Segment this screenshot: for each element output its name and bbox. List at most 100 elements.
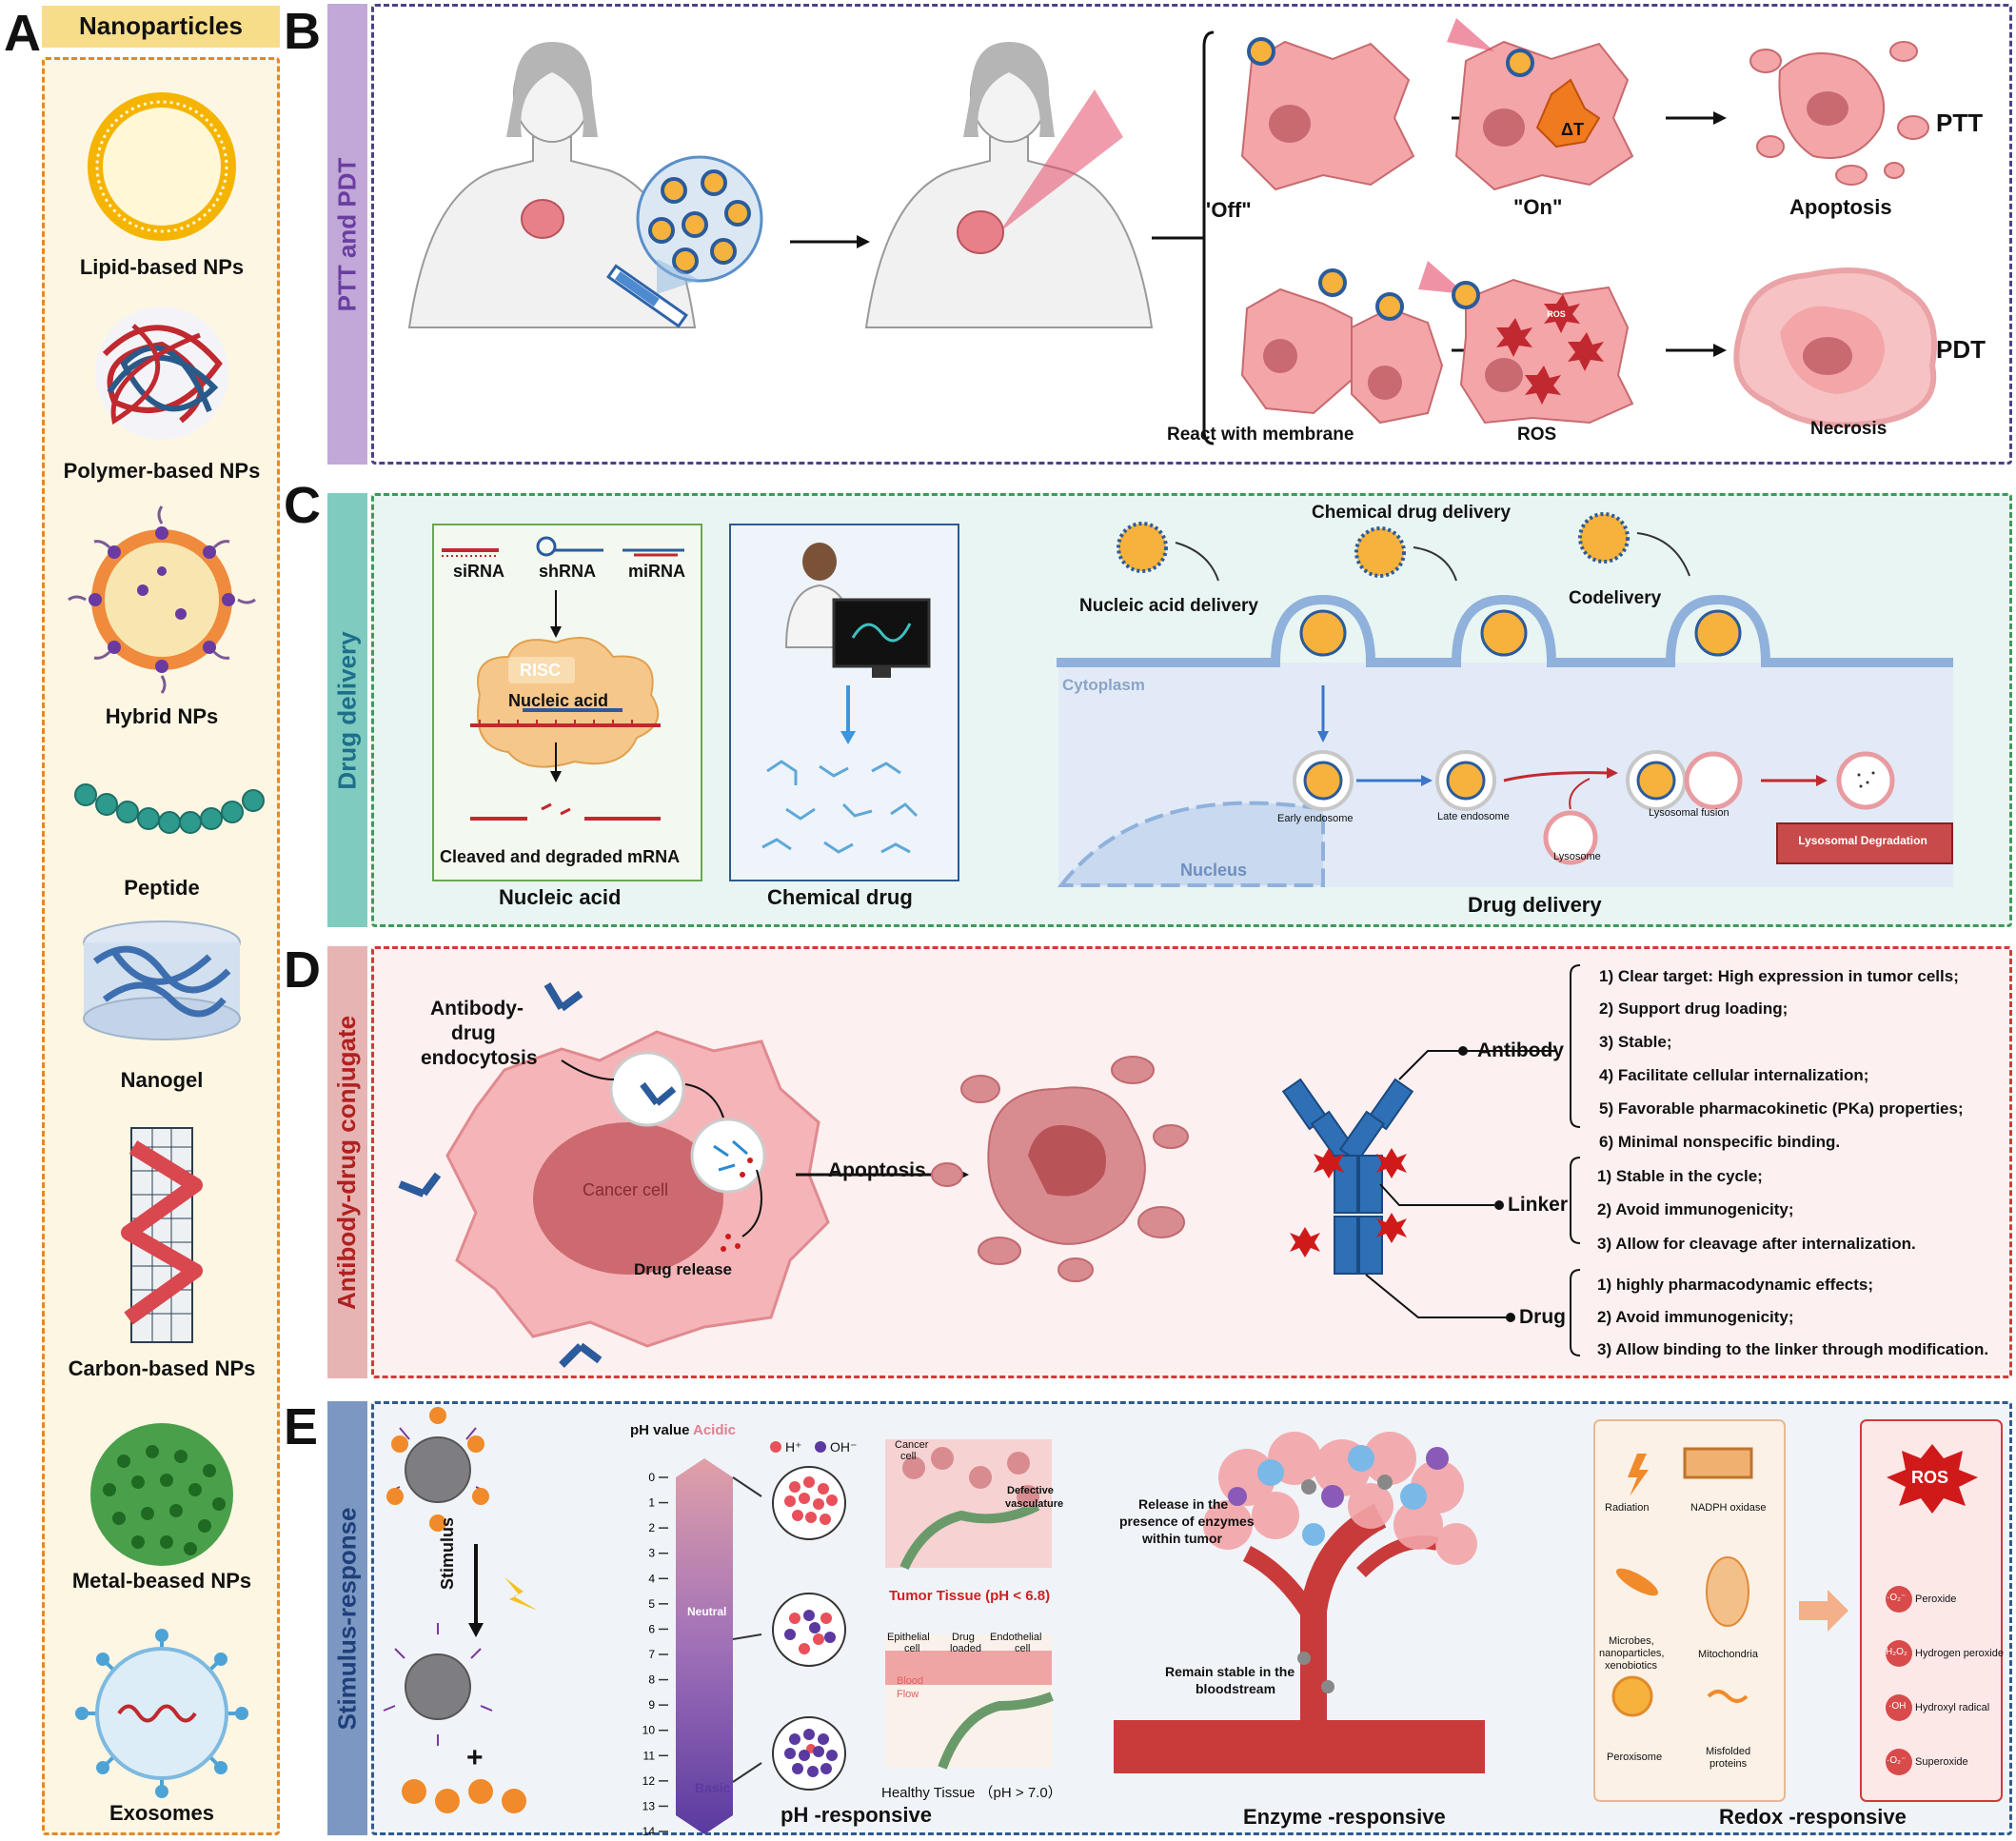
label-nadph: NADPH oxidase <box>1690 1502 1767 1514</box>
label-mirna: miRNA <box>628 562 686 581</box>
label-neutral: Neutral <box>687 1605 727 1618</box>
label-lysosome: Lysosome <box>1553 851 1601 862</box>
panel-c-tab: Drug delivery <box>327 493 367 927</box>
label-apoptosis-d: Apoptosis <box>828 1159 926 1181</box>
label-lysosomal-fusion: Lysosomal fusion <box>1649 807 1729 819</box>
label-defective-1: Defective <box>1007 1485 1054 1496</box>
ros-symbol-2: H₂O₂ <box>1886 1647 1907 1657</box>
label-tumor-tissue: Tumor Tissue (pH < 6.8) <box>889 1588 1051 1604</box>
panel-c-tab-label: Drug delivery <box>332 630 362 790</box>
label-ros-e: ROS <box>1911 1468 1949 1487</box>
ph-tick-label: 11 <box>643 1749 656 1762</box>
lipid-np-icon <box>88 92 236 241</box>
ph-tick-label: 12 <box>642 1774 656 1788</box>
label-risc: RISC <box>520 661 562 680</box>
label-endocytosis-2: drug <box>451 1022 496 1044</box>
hybrid-np-icon <box>68 505 256 694</box>
metal-np-icon <box>90 1423 233 1566</box>
ph-tick-label: 8 <box>648 1673 655 1687</box>
ph-tick-label: 7 <box>648 1648 655 1661</box>
np-label-lipid: Lipid-based NPs <box>79 255 245 279</box>
label-nucleus: Nucleus <box>1180 861 1248 880</box>
label-acidic: Acidic <box>693 1422 737 1438</box>
label-endocytosis-3: endocytosis <box>421 1047 538 1069</box>
panel-letter-e: E <box>284 1398 319 1455</box>
caption-chemical-drug: Chemical drug <box>767 885 913 909</box>
label-endocytosis-1: Antibody- <box>430 998 524 1019</box>
label-drug-loaded-1: Drug <box>952 1632 975 1643</box>
label-epithelial-1: Epithelial <box>887 1632 930 1643</box>
label-off: "Off" <box>1201 198 1252 222</box>
np-label-carbon: Carbon-based NPs <box>68 1356 256 1380</box>
label-on: "On" <box>1513 195 1563 219</box>
ph-tick-label: 3 <box>648 1547 655 1560</box>
label-linker: Linker <box>1508 1194 1569 1216</box>
panel-d-tab: Antibody-drug conjugate <box>327 946 367 1378</box>
np-label-hybrid: Hybrid NPs <box>105 704 219 728</box>
label-basic: Basic <box>695 1780 731 1795</box>
label-h-plus: H⁺ <box>785 1439 802 1455</box>
np-label-metal: Metal-beased NPs <box>71 1569 252 1593</box>
tumor-before <box>521 199 564 239</box>
nucleic-acid-graphics <box>442 536 684 821</box>
label-release-3: within tumor <box>1142 1531 1222 1546</box>
ph-tick-label: 13 <box>642 1799 656 1812</box>
panel-letter-d: D <box>284 941 321 999</box>
caption-redox: Redox -responsive <box>1719 1805 1907 1829</box>
panel-b-tab: PTT and PDT <box>327 4 367 465</box>
label-epithelial-2: cell <box>904 1643 920 1654</box>
np-label-exosomes: Exosomes <box>109 1801 215 1825</box>
label-radiation: Radiation <box>1605 1502 1650 1514</box>
panel-a-title: Nanoparticles <box>79 11 243 40</box>
carbon-nanotube-icon <box>121 1127 203 1343</box>
antibody-point: 3) Stable; <box>1599 1033 1672 1051</box>
label-misfolded-2: proteins <box>1710 1758 1748 1770</box>
lysosomal-degradation-box <box>1776 822 1953 864</box>
antibody-point: 1) Clear target: High expression in tumo… <box>1599 967 1959 985</box>
label-ros-b: ROS <box>1517 425 1557 445</box>
label-shrna: shRNA <box>539 562 597 581</box>
label-delta-t: ΔT <box>1561 120 1584 139</box>
label-endothelial-2: cell <box>1015 1643 1031 1654</box>
label-plus: + <box>466 1742 484 1773</box>
label-nucleic-delivery: Nucleic acid delivery <box>1079 596 1258 616</box>
panel-e-tab-label: Stimulus-response <box>332 1506 362 1731</box>
linker-point: 3) Allow for cleavage after internalizat… <box>1597 1235 1916 1253</box>
label-oh-minus: OH⁻ <box>830 1439 858 1455</box>
nanoparticle-list: Lipid-based NPs Polymer-based NPs Hybrid… <box>19 0 305 1841</box>
label-necrosis: Necrosis <box>1810 419 1888 439</box>
label-codelivery: Codelivery <box>1569 588 1662 608</box>
label-misfolded-1: Misfolded <box>1706 1746 1751 1757</box>
syringe-icon <box>606 264 688 328</box>
panel-d-tab-label: Antibody-drug conjugate <box>332 1015 362 1310</box>
label-blood-flow-2: Flow <box>897 1689 919 1700</box>
ros-name-1: Peroxide <box>1915 1594 1957 1605</box>
ph-tick-label: 14 <box>642 1825 656 1838</box>
label-cancer-cell-e-1: Cancer <box>895 1439 929 1451</box>
ph-tick-label: 4 <box>648 1572 655 1585</box>
label-drug-release: Drug release <box>634 1260 732 1278</box>
label-antibody: Antibody <box>1477 1039 1564 1061</box>
nanogel-icon <box>83 920 241 1040</box>
label-drug: Drug <box>1519 1306 1566 1328</box>
panel-letter-c: C <box>284 477 321 534</box>
antibody-point: 5) Favorable pharmacokinetic (PKa) prope… <box>1599 1099 1964 1118</box>
label-remain-2: bloodstream <box>1196 1681 1276 1696</box>
drug-point: 3) Allow binding to the linker through m… <box>1597 1340 1989 1358</box>
label-microbes-3: xenobiotics <box>1605 1660 1658 1672</box>
label-microbes-1: Microbes, <box>1609 1635 1654 1647</box>
label-sirna: siRNA <box>453 562 505 581</box>
ph-tick-label: 5 <box>648 1597 655 1611</box>
np-label-nanogel: Nanogel <box>120 1068 204 1092</box>
panel-letter-a: A <box>4 5 41 62</box>
panel-a-title-box <box>42 6 280 48</box>
label-cytoplasm: Cytoplasm <box>1062 676 1145 694</box>
panel-letter-b: B <box>284 3 321 60</box>
label-pdt: PDT <box>1936 335 1986 364</box>
panel-e-tab: Stimulus-response <box>327 1401 367 1835</box>
label-remain-1: Remain stable in the <box>1165 1664 1295 1679</box>
ros-mini-tag: ROS <box>1547 309 1566 319</box>
label-drug-loaded-2: loaded <box>950 1643 982 1654</box>
np-label-peptide: Peptide <box>124 876 200 900</box>
